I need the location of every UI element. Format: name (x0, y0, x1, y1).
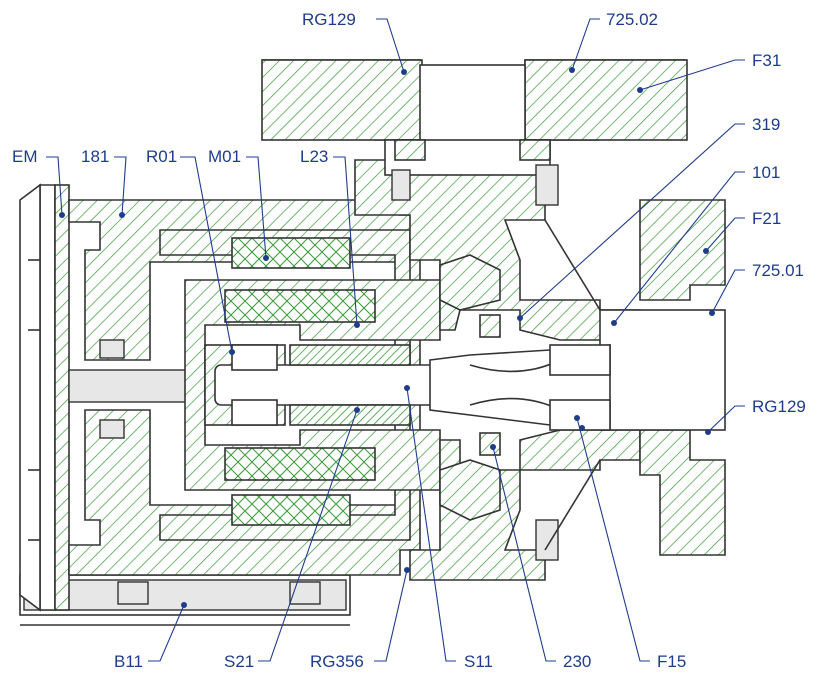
bolt-b11 (117, 581, 149, 605)
label-s11: S11 (464, 652, 493, 671)
part-labels: RG129 725.02 F31 319 EM 181 R01 M01 L23 (12, 10, 806, 671)
label-s21: S21 (224, 652, 254, 671)
label-319: 319 (752, 115, 780, 134)
drawing-geometry (19, 59, 726, 626)
bearing-sleeve-top (289, 344, 411, 366)
label-f15: F15 (657, 652, 686, 671)
label-181: 181 (81, 147, 109, 166)
label-em: EM (12, 147, 38, 166)
rotor-shaft (214, 364, 441, 406)
label-f21: F21 (752, 209, 781, 228)
outer-magnet-bottom (231, 494, 351, 526)
label-rg129-right: RG129 (752, 397, 806, 416)
label-f31: F31 (752, 51, 781, 70)
bearing-sleeve-bottom (289, 404, 411, 426)
label-725-01: 725.01 (752, 261, 804, 280)
label-m01: M01 (208, 147, 241, 166)
label-rg356: RG356 (310, 652, 364, 671)
label-230: 230 (563, 652, 591, 671)
motor-body (39, 184, 56, 611)
label-b11: B11 (114, 652, 143, 671)
suction-flange-f21 (639, 199, 726, 301)
casing-bolt-bottom (535, 519, 559, 561)
label-101: 101 (752, 163, 780, 182)
label-l23: L23 (300, 147, 328, 166)
label-725-02: 725.02 (606, 10, 658, 29)
pump-casing (354, 159, 641, 341)
casing-bolt-top (535, 164, 559, 206)
outer-magnet-top (231, 237, 351, 269)
label-r01: R01 (146, 147, 177, 166)
label-rg129-top: RG129 (302, 10, 356, 29)
motor-flange (54, 184, 70, 611)
